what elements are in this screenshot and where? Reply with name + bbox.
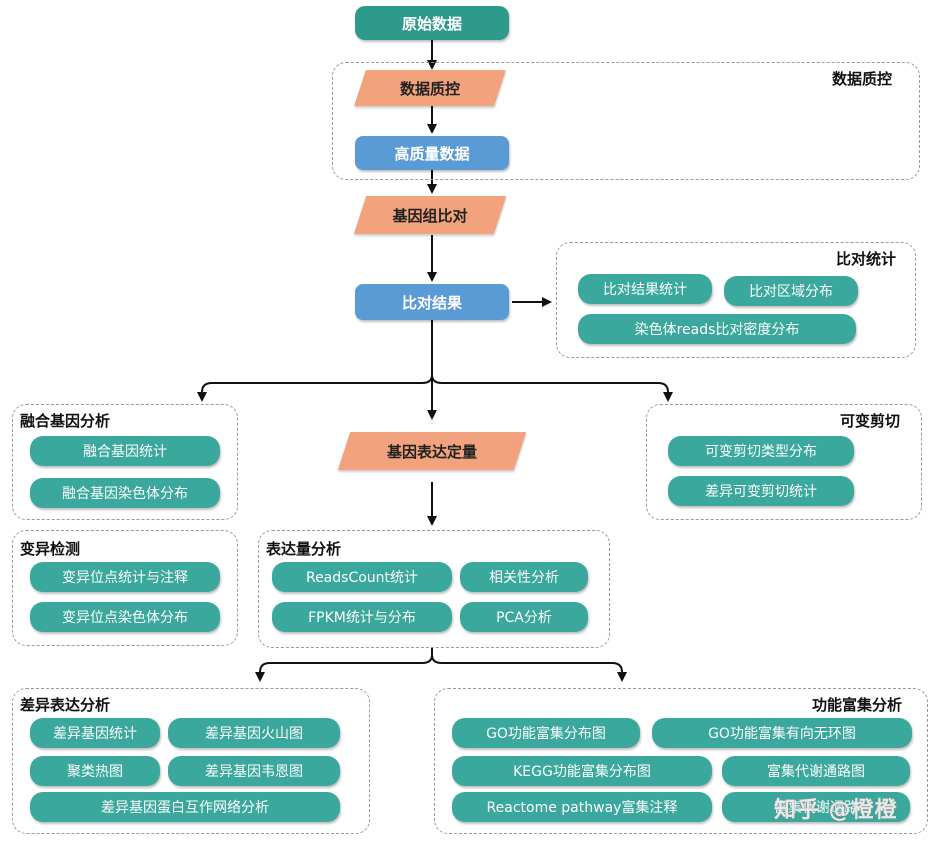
- variant-title: 变异检测: [20, 540, 81, 558]
- align-result-label: 比对结果: [401, 293, 462, 312]
- raw-data-node: 原始数据: [355, 6, 509, 40]
- diff-expr-item: 差异基因韦恩图: [168, 756, 340, 786]
- qc-node: 数据质控: [360, 70, 500, 106]
- variant-item: 变异位点统计与注释: [30, 562, 220, 592]
- expr-analysis-item: ReadsCount统计: [272, 562, 452, 592]
- fusion-group: [12, 404, 238, 520]
- branch-diff: [255, 654, 433, 682]
- variant-group: [12, 530, 238, 646]
- high-quality-node: 高质量数据: [355, 136, 509, 170]
- expr-analysis-item: FPKM统计与分布: [272, 602, 452, 632]
- align-result-node: 比对结果: [355, 284, 509, 320]
- diff-expr-item: 差异基因火山图: [168, 718, 340, 748]
- align-stats-item: 染色体reads比对密度分布: [578, 314, 856, 344]
- enrich-item: 富集代谢通路: [722, 792, 910, 822]
- branch-enrich: [431, 654, 627, 682]
- expr-quant-node: 基因表达定量: [344, 432, 520, 470]
- qc-label: 数据质控: [399, 79, 460, 98]
- expr-analysis-item: 相关性分析: [460, 562, 588, 592]
- diff-expr-item: 差异基因统计: [30, 718, 160, 748]
- expr-quant-label: 基因表达定量: [386, 442, 477, 461]
- expr-analysis-group: [258, 530, 610, 648]
- enrich-item: KEGG功能富集分布图: [452, 756, 712, 786]
- enrich-item: GO功能富集有向无环图: [652, 718, 912, 748]
- fusion-item: 融合基因染色体分布: [30, 478, 220, 508]
- high-quality-label: 高质量数据: [394, 144, 470, 163]
- diff-expr-item: 聚类热图: [30, 756, 160, 786]
- alt-splice-item: 可变剪切类型分布: [668, 436, 854, 466]
- alt-splice-group: [646, 404, 922, 520]
- branch-left: [197, 374, 433, 402]
- fusion-item: 融合基因统计: [30, 436, 220, 466]
- diff-expr-item: 差异基因蛋白互作网络分析: [30, 792, 340, 822]
- qc-group-title: 数据质控: [832, 70, 893, 88]
- diff-expr-title: 差异表达分析: [20, 696, 111, 714]
- align-stats-item: 比对结果统计: [578, 274, 712, 304]
- expr-analysis-item: PCA分析: [460, 602, 588, 632]
- genome-align-label: 基因组比对: [392, 206, 468, 225]
- align-stats-group: [556, 242, 916, 358]
- enrich-item: 富集代谢通路图: [722, 756, 910, 786]
- alt-splice-item: 差异可变剪切统计: [668, 476, 854, 506]
- expr-analysis-title: 表达量分析: [266, 540, 342, 558]
- enrich-title: 功能富集分析: [812, 696, 903, 714]
- align-stats-title: 比对统计: [836, 250, 897, 268]
- raw-data-label: 原始数据: [401, 14, 462, 33]
- enrich-item: Reactome pathway富集注释: [452, 792, 712, 822]
- qc-group: [332, 62, 920, 180]
- enrich-group: [434, 688, 928, 834]
- genome-align-node: 基因组比对: [360, 196, 500, 234]
- enrich-item: GO功能富集分布图: [452, 718, 640, 748]
- align-stats-item: 比对区域分布: [724, 276, 858, 306]
- variant-item: 变异位点染色体分布: [30, 602, 220, 632]
- fusion-title: 融合基因分析: [20, 412, 111, 430]
- diff-expr-group: [12, 688, 370, 834]
- watermark: 知乎 @橙橙: [774, 798, 898, 823]
- branch-right: [431, 374, 673, 402]
- alt-splice-title: 可变剪切: [840, 412, 901, 430]
